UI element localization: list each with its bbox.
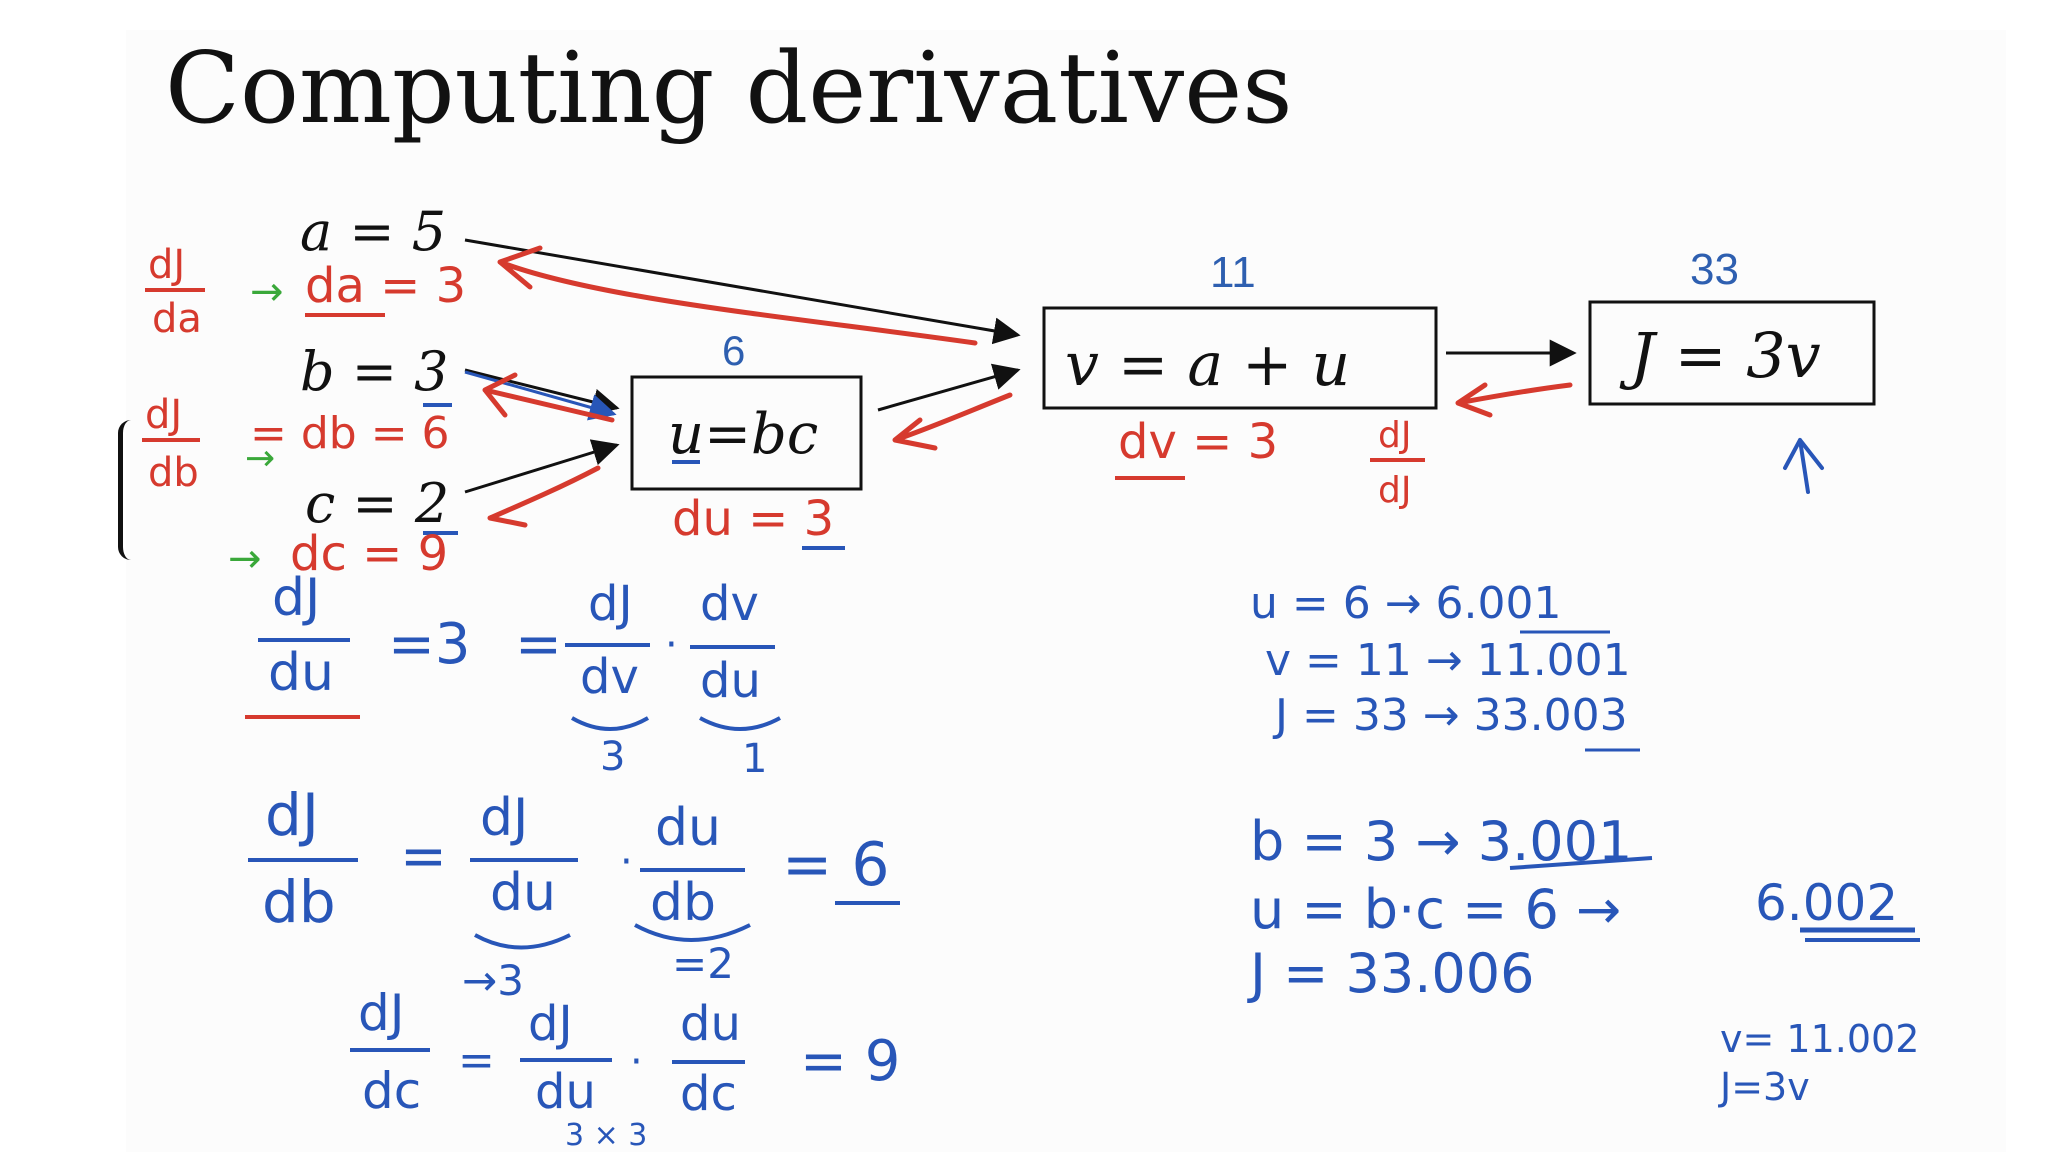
red-da: da = 3 [305,258,466,314]
label-dJ-da-num: dJ [148,242,185,288]
node-v-box [1042,306,1438,410]
chain2-num: dJ [265,781,319,849]
edge-mark [118,420,131,560]
red-db: = db = 6 [250,408,450,459]
label-dJ-db-num: dJ [145,392,182,438]
red-dv: dv = 3 [1118,414,1278,470]
chain3-t1-num: dJ [528,996,573,1052]
chain1-t2-den: du [700,653,761,709]
chain3-t2-num: du [680,996,741,1052]
chain3-eq: = [458,1035,495,1086]
chain3-num: dJ [358,984,404,1042]
node-J-box [1588,300,1876,406]
chain1-u2: 1 [742,736,767,782]
node-v-value: 11 [1210,248,1256,297]
chain1-t1-den: dv [580,649,639,705]
node-u-box [630,375,863,491]
red-dc: dc = 9 [290,526,448,582]
node-v-expr: v = a + u [1065,330,1350,400]
dJdu-num: dJ [272,568,320,628]
up-arrow-icon [1783,438,1824,494]
chain3-dot: · [630,1039,643,1085]
arrow-c-to-u [464,439,620,494]
dJdu-den: du [268,643,334,703]
input-b: b = 3 [300,340,449,403]
red-dJ-dJ-num: dJ [1378,415,1411,456]
blue-arrow-b-to-u [464,370,617,421]
chain2-eq: = [400,824,447,889]
slide-panel [126,30,2006,1152]
dJdu-eq: =3 [388,612,471,677]
chain3-under: 3 × 3 [565,1118,647,1152]
brace-chain2-t1 [474,933,571,950]
input-a: a = 5 [300,200,446,263]
brace-chain1-t2 [699,716,781,731]
red-back-arrow-u-to-b [482,372,615,423]
red-back-arrow-v-to-u [892,392,1013,451]
note-J-33006: J = 33.006 [1247,942,1534,1005]
chain2-t1-den: du [490,863,556,923]
green-arrow-db: → [245,438,275,479]
note-u-nudge: u = 6 → 6.001 [1250,578,1562,629]
note-v-11002: v= 11.002 [1720,1017,1919,1061]
chain2-den: db [262,868,336,936]
chain3-t1-den: du [535,1064,596,1120]
note-u-bc: u = b·c = 6 → [1250,878,1621,941]
label-dJ-da-den: da [152,296,202,342]
red-back-arrow-u-to-c [487,465,601,528]
node-u-expr: u=bc [668,402,818,467]
chain2-t2-den: db [650,873,716,933]
note-6002: 6.002 [1755,874,1898,932]
node-J-value: 33 [1690,245,1739,294]
input-c: c = 2 [305,472,449,535]
node-u-value: 6 [722,327,745,374]
note-J-3v: J=3v [1718,1065,1810,1109]
node-J-expr: J = 3v [1619,319,1821,392]
chain3-result: = 9 [800,1029,900,1094]
chain2-t1-num: dJ [480,788,528,848]
chain2-result: = 6 [782,830,890,900]
green-arrow-da: → [250,269,284,315]
chain2-u2: =2 [672,939,734,988]
red-back-arrow-J-to-v [1455,382,1573,418]
green-arrow-dc: → [228,536,262,582]
chain1-t1-num: dJ [588,576,633,632]
brace-chain1-t1 [570,716,650,731]
chain1-u1: 3 [600,734,625,780]
brace-chain2-t2 [634,923,751,942]
label-dJ-db-den: db [148,450,199,496]
chain1-eq: = [515,612,562,677]
chain1-dot: · [665,622,678,668]
chain3-den: dc [362,1062,421,1120]
chain3-t2-den: dc [680,1066,737,1122]
chain2-u1: →3 [462,956,524,1005]
note-v-nudge: v = 11 → 11.001 [1265,635,1631,686]
arrow-u-to-v [877,363,1021,412]
red-du: du = 3 [672,491,834,547]
red-back-arrow-v-to-a [497,245,978,346]
chain2-dot: · [620,839,633,885]
note-J-nudge: J = 33 → 33.003 [1272,690,1628,741]
slide-title: Computing derivatives [165,32,1293,146]
arrow-a-to-v [464,238,1021,345]
chain1-t2-num: dv [700,576,759,632]
underline-3001 [1509,856,1653,870]
red-dJ-dJ-den: dJ [1378,470,1411,511]
chain2-t2-num: du [655,798,721,858]
